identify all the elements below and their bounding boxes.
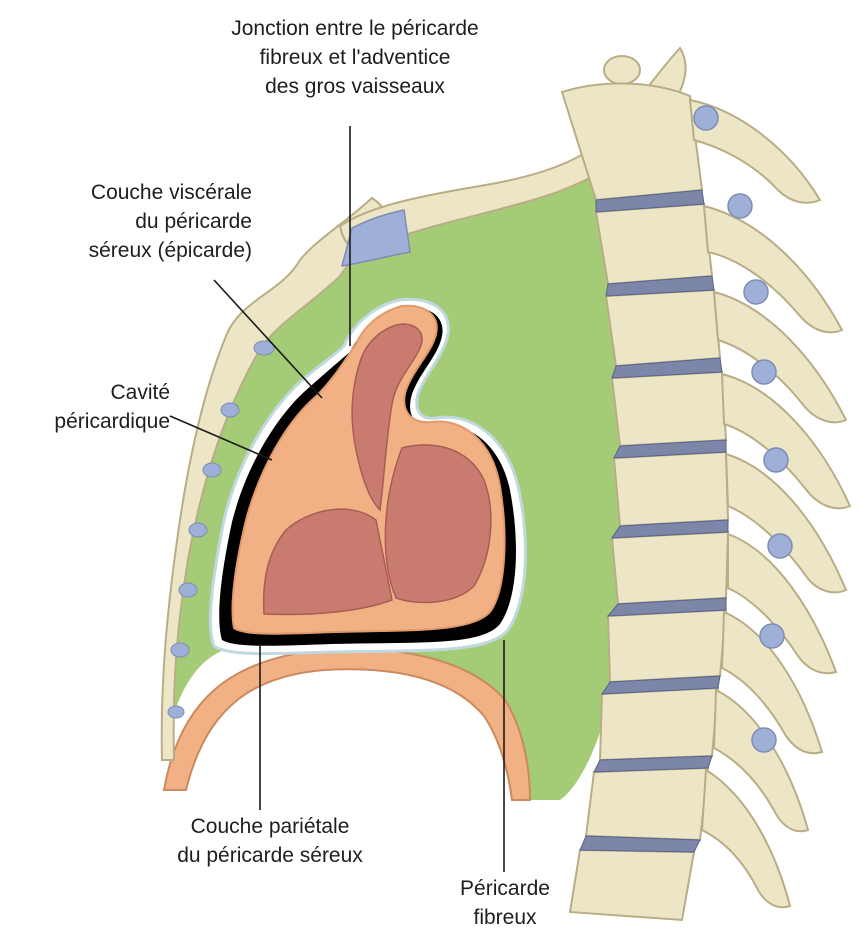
first-rib-head — [604, 56, 640, 84]
label-fibrous: Péricarde fibreux — [420, 874, 590, 932]
label-parietal-layer: Couche pariétale du péricarde séreux — [110, 812, 430, 870]
label-visceral-layer: Couche viscérale du péricarde séreux (ép… — [20, 178, 252, 265]
label-parietal-line2: du péricarde séreux — [110, 841, 430, 870]
label-fibrous-line1: Péricarde — [420, 874, 590, 903]
label-junction: Jonction entre le péricarde fibreux et l… — [180, 14, 530, 101]
left-atrium-ventricle — [385, 445, 491, 603]
label-junction-line3: des gros vaisseaux — [180, 72, 530, 101]
label-visceral-line3: séreux (épicarde) — [20, 236, 252, 265]
label-cavity-line2: péricardique — [10, 407, 170, 436]
label-fibrous-line2: fibreux — [420, 903, 590, 932]
label-junction-line2: fibreux et l'adventice — [180, 43, 530, 72]
label-cavity-line1: Cavité — [10, 378, 170, 407]
label-junction-line1: Jonction entre le péricarde — [180, 14, 530, 43]
label-cavity: Cavité péricardique — [10, 378, 170, 436]
label-parietal-line1: Couche pariétale — [110, 812, 430, 841]
label-visceral-line1: Couche viscérale — [20, 178, 252, 207]
label-visceral-line2: du péricarde — [20, 207, 252, 236]
